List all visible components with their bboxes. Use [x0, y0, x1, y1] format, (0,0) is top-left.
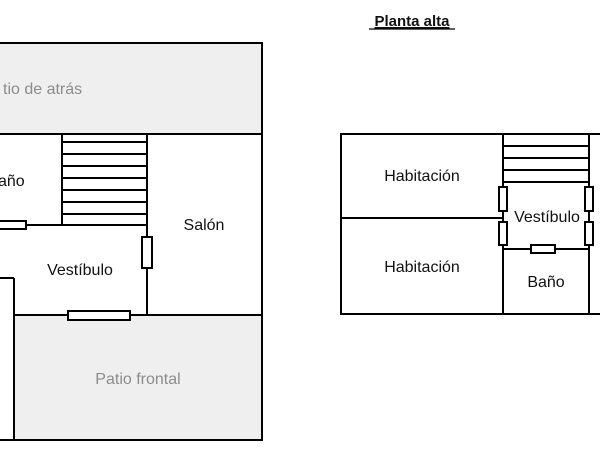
upper-floor-title: Planta alta [374, 13, 450, 30]
label-bedroom-top: Habitación [384, 168, 460, 185]
label-back-patio: tio de atrás [3, 81, 82, 98]
label-hall-ground: Vestíbulo [47, 262, 113, 279]
ground-floor-stairs [62, 141, 147, 215]
label-bathroom-upper: Baño [527, 274, 564, 291]
label-front-patio: Patio frontal [95, 371, 180, 388]
door-right-top [584, 186, 594, 212]
door-front [67, 310, 131, 321]
label-bedroom-bottom: Habitación [384, 259, 460, 276]
label-hall-upper: Vestíbulo [514, 209, 580, 226]
door-bathroom-upper [530, 244, 556, 254]
upper-floor-stairs [503, 145, 589, 171]
label-living-room: Salón [184, 217, 225, 234]
upper-floor-outer-wall [340, 133, 600, 315]
upper-floor-plan: Planta alta Habitación Habitación Vestíb… [340, 13, 600, 315]
door-bedroom-bottom [498, 221, 508, 246]
door-bathroom [0, 220, 27, 230]
door-bedroom-top [498, 186, 508, 212]
label-bathroom-ground: año [0, 173, 25, 190]
front-patio-area [14, 315, 262, 440]
door-living-room [141, 236, 153, 269]
back-patio-area [0, 43, 262, 134]
ground-floor-outer-wall [0, 42, 263, 441]
door-right-bottom [584, 221, 594, 246]
ground-floor-plan: tio de atrás año Salón Vestíbulo Patio f… [0, 42, 263, 441]
